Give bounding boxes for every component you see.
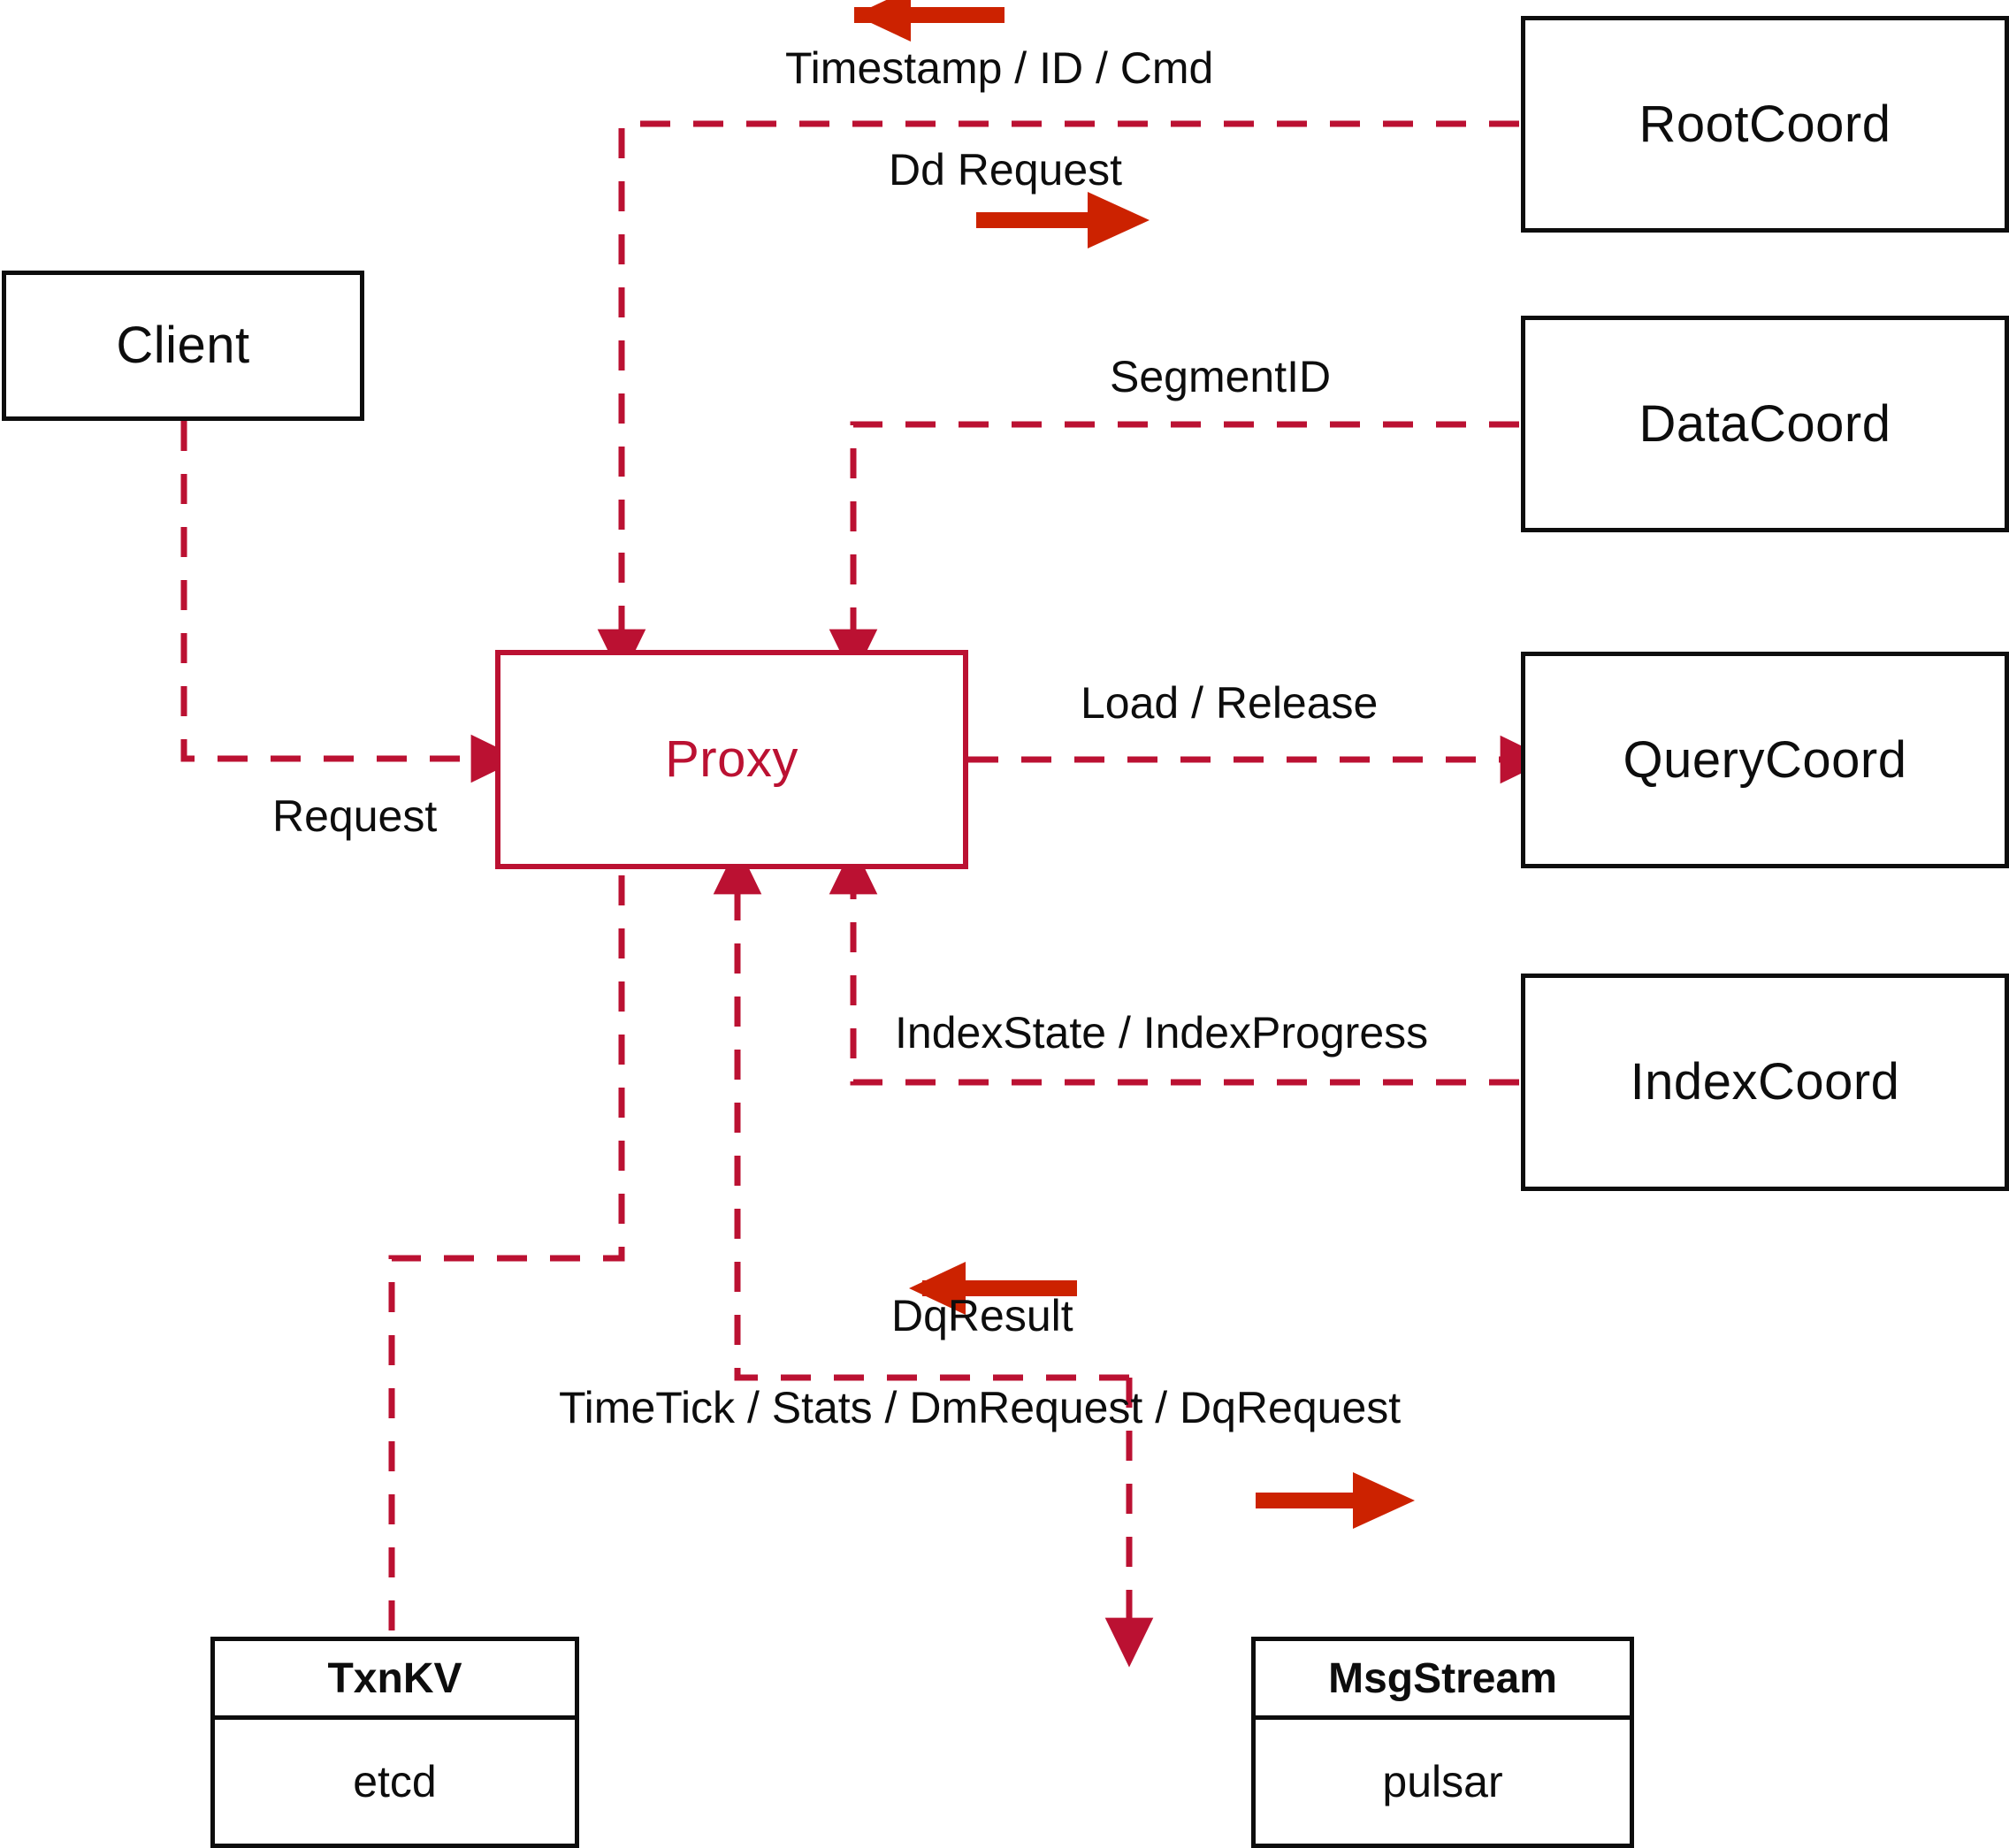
edge-indexcoord-proxy [829, 844, 1519, 1086]
node-client-label: Client [116, 317, 250, 374]
edge-datacoord-proxy [829, 421, 1519, 679]
node-txnkv-body: etcd [215, 1720, 575, 1844]
edge-rootcoord-proxy [597, 120, 1519, 679]
node-proxy[interactable]: Proxy [495, 650, 968, 869]
edge-msgstream-proxy [713, 844, 1129, 1381]
direction-arrow-timestamp [854, 0, 1004, 42]
node-msgstream-header: MsgStream [1256, 1641, 1630, 1720]
node-txnkv-header: TxnKV [215, 1641, 575, 1720]
edge-label-request: Request [272, 791, 438, 841]
edge-label-load-release: Load / Release [1081, 678, 1379, 728]
node-txnkv-body-label: etcd [353, 1757, 437, 1806]
node-datacoord-label: DataCoord [1639, 394, 1891, 453]
node-rootcoord-label: RootCoord [1639, 95, 1891, 153]
edge-proxy-txnkv [388, 875, 625, 1637]
edge-label-segmentid: SegmentID [1110, 352, 1332, 401]
edge-label-dqresult: DqResult [891, 1291, 1073, 1340]
direction-arrows [854, 0, 1415, 1529]
direction-arrow-dd-request [976, 192, 1150, 248]
edge-label-timestamp-id-cmd: Timestamp / ID / Cmd [785, 43, 1214, 93]
edge-client-proxy [180, 421, 521, 783]
node-indexcoord[interactable]: IndexCoord [1521, 974, 2009, 1191]
node-querycoord[interactable]: QueryCoord [1521, 652, 2009, 868]
node-msgstream[interactable]: MsgStream pulsar [1251, 1637, 1634, 1848]
node-txnkv[interactable]: TxnKV etcd [210, 1637, 579, 1848]
node-msgstream-header-label: MsgStream [1328, 1654, 1557, 1702]
node-datacoord[interactable]: DataCoord [1521, 316, 2009, 532]
edge-label-dd-request: Dd Request [889, 145, 1123, 195]
node-indexcoord-label: IndexCoord [1630, 1053, 1900, 1111]
node-querycoord-label: QueryCoord [1623, 730, 1907, 789]
node-msgstream-body: pulsar [1256, 1720, 1630, 1844]
edge-label-timetick-stats-dmrequest-dqrequest: TimeTick / Stats / DmRequest / DqRequest [559, 1383, 1402, 1432]
node-client[interactable]: Client [2, 271, 364, 421]
node-msgstream-body-label: pulsar [1382, 1757, 1503, 1806]
direction-arrow-dqresult [909, 1262, 1077, 1315]
node-rootcoord[interactable]: RootCoord [1521, 16, 2009, 233]
node-txnkv-header-label: TxnKV [327, 1654, 462, 1702]
edge-label-indexstate-indexprogress: IndexState / IndexProgress [895, 1008, 1429, 1058]
node-proxy-label: Proxy [665, 730, 798, 788]
direction-arrow-dqrequest [1256, 1472, 1415, 1529]
